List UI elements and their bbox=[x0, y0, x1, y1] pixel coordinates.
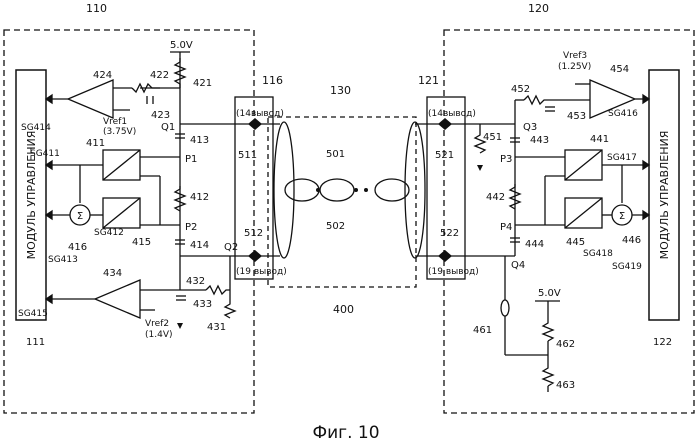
sg418: SG418 bbox=[583, 249, 613, 259]
q4: Q4 bbox=[511, 260, 525, 271]
sg415: SG415 bbox=[18, 309, 48, 319]
opamp-424 bbox=[68, 80, 113, 118]
right-supply: 5.0V bbox=[538, 288, 561, 299]
label-521: 521 bbox=[435, 150, 454, 161]
vref1-value: (3.75V) bbox=[103, 127, 136, 137]
pin-14-right: (14вывод) bbox=[428, 109, 476, 119]
vref3-value: (1.25V) bbox=[558, 62, 591, 72]
label-122: 122 bbox=[653, 337, 672, 348]
label-411: 411 bbox=[86, 138, 105, 149]
label-522: 522 bbox=[440, 228, 459, 239]
label-443: 443 bbox=[530, 135, 549, 146]
label-462: 462 bbox=[556, 339, 575, 350]
label-111: 111 bbox=[26, 337, 45, 348]
label-453: 453 bbox=[567, 111, 586, 122]
label-445: 445 bbox=[566, 237, 585, 248]
label-444: 444 bbox=[525, 239, 544, 250]
p2: P2 bbox=[185, 222, 197, 233]
vref2: Vref2 bbox=[145, 319, 169, 329]
label-441: 441 bbox=[590, 134, 609, 145]
sg419: SG419 bbox=[612, 262, 642, 272]
label-416: 416 bbox=[68, 242, 87, 253]
label-442: 442 bbox=[486, 192, 505, 203]
label-434: 434 bbox=[103, 268, 122, 279]
label-433: 433 bbox=[193, 299, 212, 310]
label-424: 424 bbox=[93, 70, 112, 81]
label-423: 423 bbox=[151, 110, 170, 121]
label-501: 501 bbox=[326, 149, 345, 160]
label-413: 413 bbox=[190, 135, 209, 146]
sigma-right: Σ bbox=[619, 211, 625, 222]
cable-box bbox=[268, 117, 416, 287]
sigma-left: Σ bbox=[77, 211, 83, 222]
label-415: 415 bbox=[132, 237, 151, 248]
label-432: 432 bbox=[186, 276, 205, 287]
label-511: 511 bbox=[238, 150, 257, 161]
q1: Q1 bbox=[161, 122, 175, 133]
label-120: 120 bbox=[528, 2, 549, 15]
label-512: 512 bbox=[244, 228, 263, 239]
label-461: 461 bbox=[473, 325, 492, 336]
sg414: SG414 bbox=[21, 123, 51, 133]
label-414: 414 bbox=[190, 240, 209, 251]
label-431: 431 bbox=[207, 322, 226, 333]
label-121: 121 bbox=[418, 74, 439, 87]
label-454: 454 bbox=[610, 64, 629, 75]
sg413: SG413 bbox=[48, 255, 78, 265]
vref3: Vref3 bbox=[563, 51, 587, 61]
left-supply: 5.0V bbox=[170, 40, 193, 51]
sg417: SG417 bbox=[607, 153, 637, 163]
q3: Q3 bbox=[523, 122, 537, 133]
q2: Q2 bbox=[224, 242, 238, 253]
pin-14-left: (14вывод) bbox=[236, 109, 284, 119]
sg416: SG416 bbox=[608, 109, 638, 119]
label-446: 446 bbox=[622, 235, 641, 246]
vref2-value: (1.4V) bbox=[145, 330, 173, 340]
sg411: SG411 bbox=[30, 149, 60, 159]
p3: P3 bbox=[500, 154, 512, 165]
figure-caption: Фиг. 10 bbox=[312, 423, 379, 443]
label-421: 421 bbox=[193, 78, 212, 89]
pin-19-left: (19 вывод) bbox=[236, 267, 287, 277]
label-130: 130 bbox=[330, 84, 351, 97]
p1: P1 bbox=[185, 154, 197, 165]
sg412: SG412 bbox=[94, 228, 124, 238]
label-452: 452 bbox=[511, 84, 530, 95]
label-400: 400 bbox=[333, 303, 354, 316]
label-463: 463 bbox=[556, 380, 575, 391]
label-502: 502 bbox=[326, 221, 345, 232]
label-451: 451 bbox=[483, 132, 502, 143]
pin-19-right: (19 вывод) bbox=[428, 267, 479, 277]
right-control-label: МОДУЛЬ УПРАВЛЕНИЯ bbox=[658, 131, 671, 260]
right-device-box bbox=[444, 30, 694, 413]
label-116: 116 bbox=[262, 74, 283, 87]
p4: P4 bbox=[500, 222, 512, 233]
label-110: 110 bbox=[86, 2, 107, 15]
label-412: 412 bbox=[190, 192, 209, 203]
vref1: Vref1 bbox=[103, 117, 127, 127]
opamp-434 bbox=[95, 280, 140, 318]
label-422: 422 bbox=[150, 70, 169, 81]
